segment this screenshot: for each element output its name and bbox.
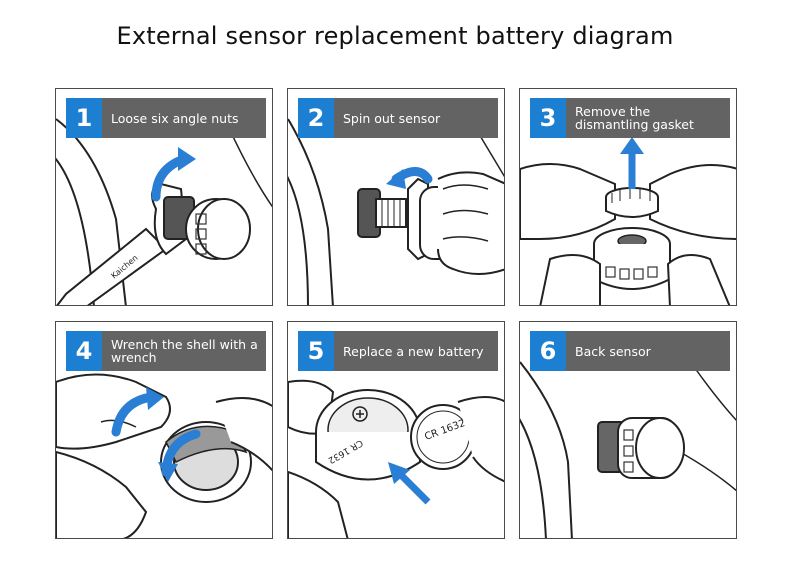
rotate-arrow-icon — [111, 392, 156, 437]
step-2-illustration — [288, 98, 504, 305]
insert-arrow-icon — [395, 469, 431, 505]
step-4-label: Wrench the shell with a wrench — [111, 337, 258, 365]
page-title: External sensor replacement battery diag… — [116, 22, 674, 50]
step-2-label: Spin out sensor — [343, 110, 441, 126]
step-4-header: 4 Wrench the shell with a wrench — [66, 331, 266, 371]
step-3-illustration — [520, 137, 736, 305]
step-1-label: Loose six angle nuts — [111, 110, 239, 126]
step-panel-6: 6 Back sensor — [519, 321, 737, 539]
step-3-number: 3 — [530, 98, 566, 138]
step-panel-4: 4 Wrench the shell with a wrench — [55, 321, 273, 539]
step-5-number: 5 — [298, 331, 334, 371]
step-6-number: 6 — [530, 331, 566, 371]
step-panel-3: 3 Remove the dismantling gasket — [519, 88, 737, 306]
step-panel-1: Kaichen 1 Loose six angle nuts — [55, 88, 273, 306]
step-3-label: Remove the dismantling gasket — [575, 104, 694, 132]
step-4-illustration — [56, 373, 272, 538]
step-2-number: 2 — [298, 98, 334, 138]
step-6-label: Back sensor — [575, 343, 651, 359]
step-1-illustration: Kaichen — [56, 98, 272, 305]
step-panel-5: CR 1632 CR 1632 5 Replace a new battery — [287, 321, 505, 539]
step-4-number: 4 — [66, 331, 102, 371]
step-1-header: 1 Loose six angle nuts — [66, 98, 266, 138]
step-1-number: 1 — [66, 98, 102, 138]
step-5-label: Replace a new battery — [343, 343, 484, 359]
step-panel-2: 2 Spin out sensor — [287, 88, 505, 306]
step-5-header: 5 Replace a new battery — [298, 331, 498, 371]
step-2-header: 2 Spin out sensor — [298, 98, 498, 138]
step-3-header: 3 Remove the dismantling gasket — [530, 98, 730, 138]
step-5-illustration: CR 1632 CR 1632 — [288, 379, 504, 538]
step-6-header: 6 Back sensor — [530, 331, 730, 371]
